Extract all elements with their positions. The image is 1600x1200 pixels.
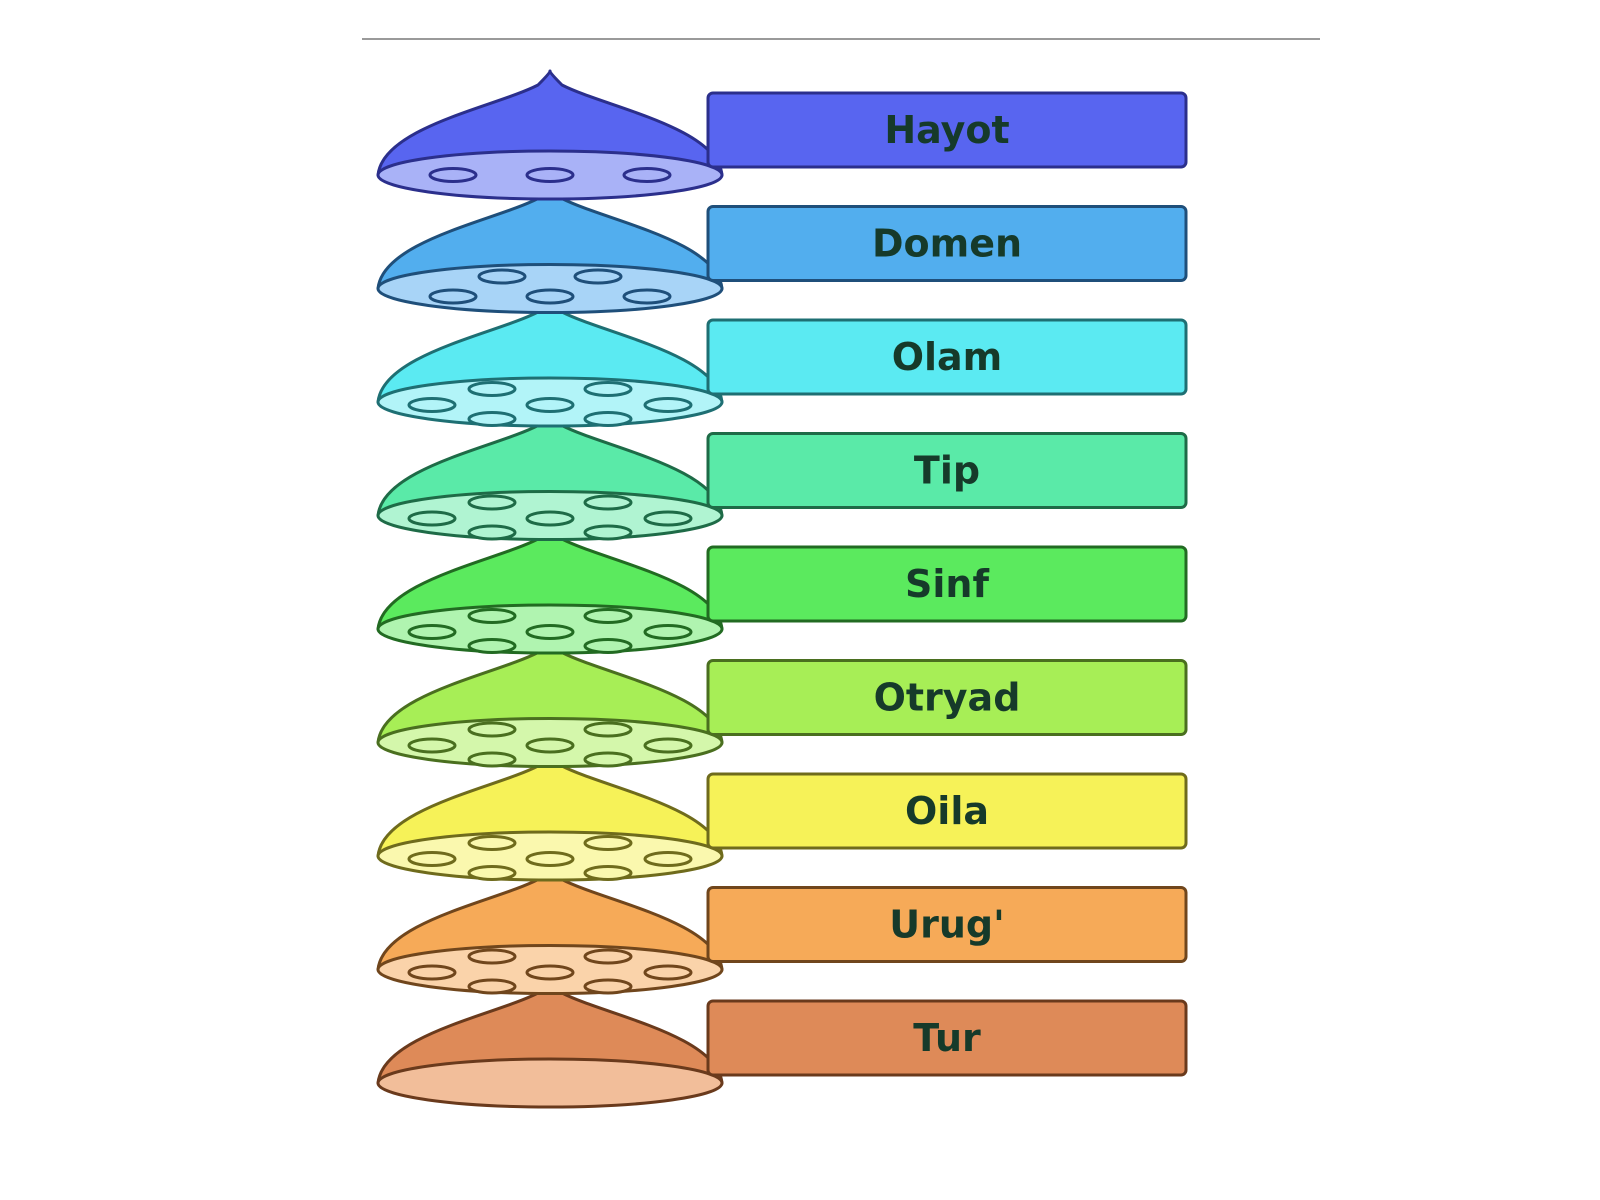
subgroup-hole <box>643 510 693 527</box>
subgroup-hole <box>467 978 517 995</box>
rank-label-box <box>706 999 1188 1077</box>
rank-label-box <box>706 432 1188 509</box>
rank-label-box <box>706 772 1188 850</box>
subgroup-hole <box>573 268 623 285</box>
subgroup-hole <box>525 624 575 640</box>
rank-label-box <box>706 205 1188 282</box>
rank-label: Tur <box>913 1016 981 1060</box>
subgroup-hole <box>467 381 517 397</box>
subgroup-hole <box>583 524 633 541</box>
subgroup-hole <box>407 510 457 527</box>
subgroup-hole <box>643 397 693 413</box>
subgroup-hole <box>467 835 517 851</box>
subgroup-hole <box>643 737 693 754</box>
subgroup-hole <box>407 397 457 413</box>
subgroup-hole <box>525 288 575 305</box>
subgroup-hole <box>583 411 633 427</box>
rank-label-box <box>706 318 1188 396</box>
subgroup-hole <box>525 737 575 754</box>
subgroup-hole <box>583 608 633 624</box>
rank-label-box <box>706 886 1188 963</box>
subgroup-hole <box>525 964 575 981</box>
rank-group-3: Tip <box>376 410 1188 541</box>
subgroup-hole <box>583 381 633 397</box>
subgroup-hole <box>467 721 517 738</box>
rank-label-box <box>706 545 1188 623</box>
subgroup-hole <box>407 737 457 754</box>
subgroup-hole <box>467 411 517 427</box>
subgroup-hole <box>643 851 693 867</box>
rank-label: Urug' <box>889 903 1004 947</box>
subgroup-hole <box>622 288 672 305</box>
subgroup-hole <box>525 397 575 413</box>
rank-label: Sinf <box>905 562 989 606</box>
rank-group-7: Urug' <box>376 864 1188 995</box>
rank-label: Hayot <box>884 108 1009 152</box>
subgroup-hole <box>467 751 517 768</box>
subgroup-hole <box>428 288 478 305</box>
subgroup-hole <box>583 638 633 654</box>
subgroup-hole <box>407 851 457 867</box>
subgroup-hole <box>525 167 575 183</box>
rank-label-box <box>706 91 1188 169</box>
subgroup-hole <box>583 835 633 851</box>
subgroup-hole <box>407 624 457 640</box>
rank-group-8: Tur <box>376 977 1188 1109</box>
top-divider-line <box>362 38 1320 40</box>
subgroup-hole <box>477 268 527 285</box>
subgroup-hole <box>467 638 517 654</box>
subgroup-hole <box>428 167 478 183</box>
rank-label: Tip <box>914 449 980 493</box>
subgroup-hole <box>467 865 517 881</box>
subgroup-hole <box>643 624 693 640</box>
rank-label: Otryad <box>874 676 1021 720</box>
subgroup-hole <box>583 978 633 995</box>
rank-group-4: Sinf <box>376 523 1188 655</box>
rank-group-5: Otryad <box>376 637 1188 768</box>
rank-label-box <box>706 659 1188 736</box>
subgroup-hole <box>583 948 633 965</box>
subgroup-hole <box>525 851 575 867</box>
subgroup-hole <box>467 948 517 965</box>
rank-group-0: Hayot <box>376 69 1188 201</box>
rank-dome <box>376 69 724 177</box>
rank-label: Domen <box>872 222 1022 266</box>
subgroup-hole <box>525 510 575 527</box>
rank-group-6: Oila <box>376 750 1188 882</box>
rank-group-2: Olam <box>376 296 1188 428</box>
subgroup-hole <box>583 721 633 738</box>
subgroup-hole <box>583 751 633 768</box>
rank-label: Olam <box>892 335 1003 379</box>
rank-label: Oila <box>905 789 989 833</box>
subgroup-hole <box>467 608 517 624</box>
subgroup-hole <box>643 964 693 981</box>
subgroup-hole <box>583 494 633 511</box>
rank-group-1: Domen <box>376 183 1188 314</box>
subgroup-hole <box>467 494 517 511</box>
subgroup-hole <box>407 964 457 981</box>
rank-dome-base <box>376 1057 724 1109</box>
subgroup-hole <box>583 865 633 881</box>
subgroup-hole <box>622 167 672 183</box>
subgroup-hole <box>467 524 517 541</box>
